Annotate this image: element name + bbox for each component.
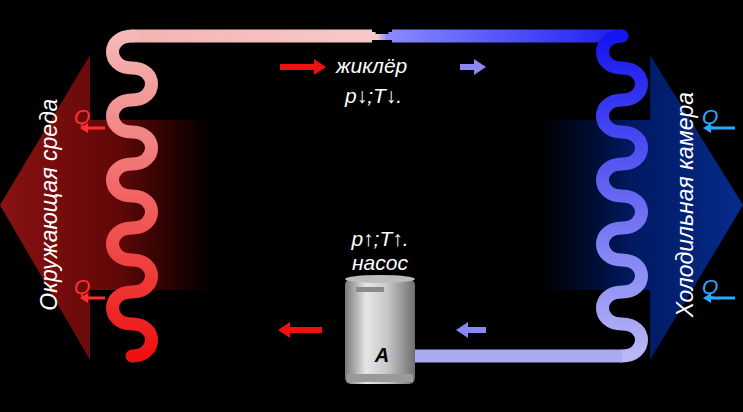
chamber-label: Холодильная камера — [673, 85, 698, 325]
ambient-label: Окружающая среда — [37, 85, 62, 325]
nozzle-pinch — [372, 40, 392, 44]
heat-q: Q — [74, 275, 90, 299]
pipe-bottom-hot — [132, 350, 360, 363]
pump: p↑;T↑. насосA — [322, 222, 438, 390]
pump-heading: p↑;T↑. насос — [322, 227, 438, 275]
heat-q: Q — [702, 275, 718, 299]
pressure-drop: p↓;T↓. — [345, 84, 402, 108]
condenser-coil — [113, 36, 152, 356]
flow-arrow — [460, 59, 486, 75]
flow-arrow — [278, 322, 322, 338]
flow-arrow — [280, 59, 326, 75]
nozzle-label: жиклёр — [336, 54, 407, 78]
pipe-top — [132, 34, 622, 36]
evaporator-coil — [603, 36, 642, 356]
nozzle-pinch — [372, 28, 392, 32]
pump-letter: A — [375, 344, 389, 367]
heat-q: Q — [702, 105, 718, 129]
flow-arrow — [456, 322, 486, 338]
pipe-bottom-cold — [405, 350, 622, 363]
heat-q: Q — [74, 105, 90, 129]
q-arrows — [80, 123, 735, 303]
